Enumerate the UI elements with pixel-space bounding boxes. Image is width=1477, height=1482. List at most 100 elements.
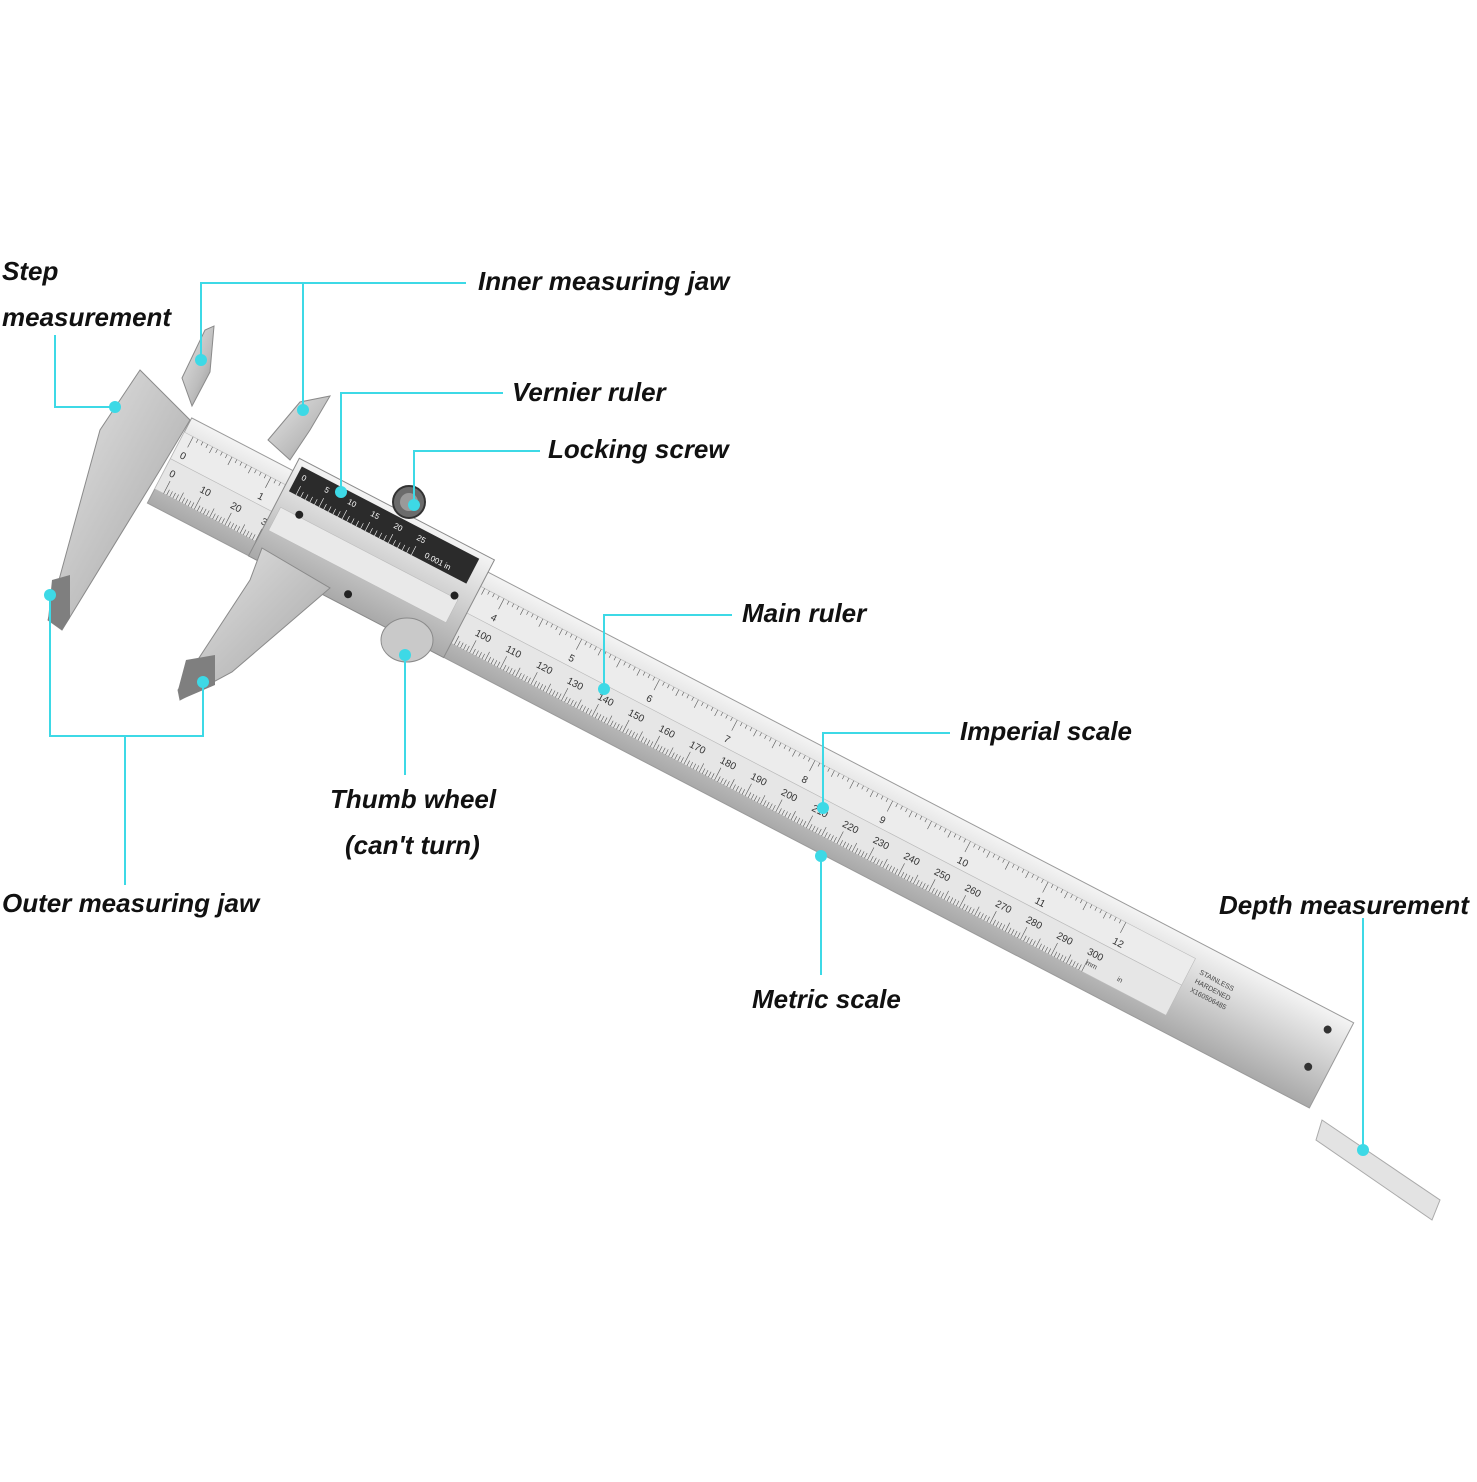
- label-outer-measuring-jaw: Outer measuring jaw: [2, 888, 260, 918]
- imperial-tick: [1012, 863, 1015, 868]
- imperial-tick: [861, 785, 864, 790]
- label-inner-measuring-jaw: Inner measuring jaw: [478, 266, 730, 296]
- metric-tick: [683, 751, 691, 765]
- metric-tick: [1029, 938, 1033, 945]
- imperial-tick: [1082, 901, 1088, 911]
- imperial-tick: [869, 790, 874, 798]
- imperial-tick: [947, 831, 952, 838]
- metric-tick: [931, 887, 935, 894]
- imperial-tick: [506, 600, 510, 605]
- metric-tick: [1053, 951, 1058, 958]
- metric-tick: [163, 480, 171, 494]
- metric-tick: [545, 683, 552, 693]
- imperial-tick: [215, 449, 218, 454]
- imperial-tick: [1099, 909, 1102, 914]
- vernier-tick: [323, 503, 327, 510]
- imperial-tick: [1102, 912, 1107, 919]
- metric-tick: [680, 757, 684, 763]
- metric-tick: [625, 728, 629, 735]
- metric-tick: [802, 820, 807, 827]
- metric-tick: [1047, 948, 1052, 955]
- metric-tick: [215, 515, 219, 521]
- vernier-tick: [300, 491, 304, 498]
- imperial-tick: [924, 818, 928, 823]
- metric-tick: [203, 508, 207, 515]
- imperial-tick: [939, 826, 942, 830]
- imperial-tick: [934, 823, 937, 828]
- metric-tick: [986, 916, 990, 923]
- imperial-tick: [919, 815, 923, 820]
- metric-tick: [741, 789, 746, 795]
- imperial-tick: [880, 795, 884, 800]
- imperial-tick: [803, 755, 806, 760]
- metric-tick: [867, 847, 875, 861]
- metric-tick: [943, 890, 949, 900]
- metric-tick: [861, 851, 865, 857]
- imperial-number: 6: [644, 693, 654, 706]
- imperial-tick: [247, 466, 252, 474]
- metric-tick: [744, 783, 752, 797]
- metric-tick: [952, 899, 957, 905]
- imperial-tick: [849, 780, 855, 789]
- metric-tick: [821, 826, 827, 837]
- metric-tick: [784, 811, 788, 818]
- metric-tick: [778, 808, 782, 814]
- metric-tick: [977, 911, 981, 918]
- fixed-jaw-tip: [48, 575, 70, 630]
- metric-tick: [178, 492, 184, 502]
- metric-tick: [955, 900, 960, 907]
- metric-tick: [870, 856, 874, 862]
- metric-tick: [1020, 926, 1028, 940]
- metric-tick: [539, 683, 544, 690]
- metric-tick: [172, 492, 176, 499]
- imperial-tick: [944, 828, 947, 833]
- imperial-tick: [278, 482, 281, 486]
- metric-tick: [628, 730, 632, 736]
- metric-tick: [845, 843, 850, 849]
- metric-tick: [604, 717, 608, 724]
- imperial-tick: [997, 856, 1000, 861]
- imperial-tick: [545, 621, 549, 626]
- imperial-tick: [1064, 891, 1068, 899]
- imperial-tick: [749, 727, 753, 732]
- metric-tick: [665, 749, 669, 755]
- metric-tick: [848, 844, 853, 851]
- metric-tick: [888, 865, 892, 872]
- metric-tick: [552, 690, 556, 696]
- outer-jaw-line: [49, 595, 204, 737]
- imperial-tick: [846, 777, 850, 782]
- imperial-tick: [628, 664, 631, 669]
- metric-tick: [252, 534, 256, 540]
- metric-tick: [983, 914, 987, 921]
- imperial-tick: [740, 722, 743, 727]
- metric-tick: [919, 881, 923, 888]
- imperial-number: 1: [255, 491, 265, 504]
- imperial-tick: [535, 616, 539, 620]
- imperial-tick: [686, 694, 689, 699]
- imperial-tick: [866, 788, 869, 792]
- metric-tick: [995, 921, 1000, 927]
- metric-tick: [937, 891, 941, 897]
- metric-tick: [1069, 959, 1073, 966]
- imperial-tick: [914, 813, 918, 818]
- imperial-tick: [498, 598, 505, 610]
- imperial-tick: [187, 436, 194, 448]
- imperial-number: 7: [722, 734, 732, 747]
- imperial-tick: [516, 606, 519, 610]
- imperial-tick: [953, 833, 957, 838]
- metric-tick: [585, 707, 589, 714]
- metric-tick: [949, 897, 954, 904]
- imperial-tick: [1094, 906, 1098, 911]
- imperial-tick: [195, 439, 199, 443]
- imperial-tick: [244, 464, 247, 469]
- metric-tick: [677, 755, 681, 762]
- metric-tick: [506, 666, 510, 673]
- imperial-tick: [511, 603, 515, 608]
- label-thumb-wheel-1: Thumb wheel: [330, 784, 497, 814]
- imperial-tick: [876, 793, 879, 797]
- metric-tick: [729, 779, 735, 789]
- metric-tick: [184, 499, 189, 505]
- imperial-tick: [958, 836, 962, 840]
- callout-dot: [197, 676, 209, 688]
- imperial-tick: [1036, 876, 1039, 881]
